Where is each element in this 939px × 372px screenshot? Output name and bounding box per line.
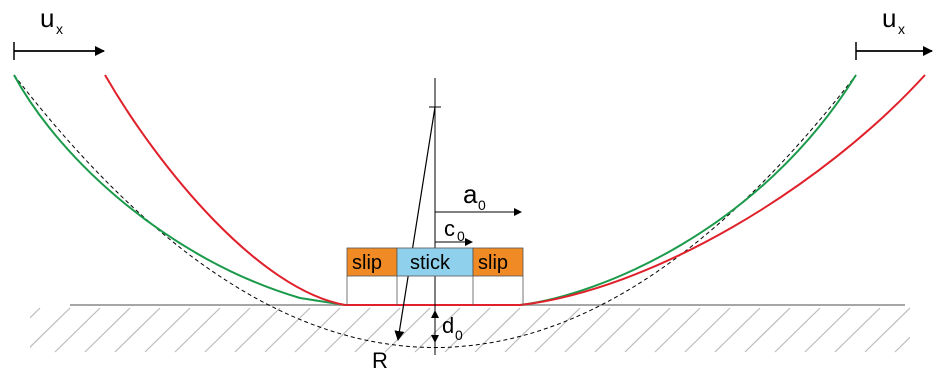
hatch-line — [534, 307, 581, 353]
hatch-line — [864, 307, 910, 353]
hatch-line — [30, 307, 71, 348]
slip-label-right: slip — [478, 252, 508, 274]
hatch-line — [264, 307, 311, 353]
hatch-line — [204, 307, 251, 353]
slip-zone-right — [472, 247, 524, 277]
hatch-line — [444, 307, 491, 353]
hatch-line — [804, 307, 851, 353]
ux-left-subscript: x — [56, 21, 63, 37]
d0-label: d — [442, 313, 454, 338]
slip-label-left: slip — [352, 252, 382, 274]
d0-subscript: 0 — [455, 327, 463, 343]
hatch-line — [714, 307, 761, 353]
hatch-line — [894, 336, 910, 353]
a0-label: a — [463, 179, 478, 209]
hatch-line — [234, 307, 281, 353]
hatch-line — [624, 307, 671, 353]
hatch-line — [384, 307, 431, 353]
hatch-line — [594, 307, 641, 353]
hatch-line — [834, 307, 881, 353]
hatch-line — [84, 307, 131, 353]
hatch-line — [654, 307, 701, 353]
hatch-line — [114, 307, 161, 353]
ground-hatching — [30, 307, 910, 353]
ux-left-label: u — [40, 3, 54, 33]
hatch-line — [324, 307, 371, 353]
ux-right-subscript: x — [898, 21, 905, 37]
hatch-line — [504, 307, 551, 353]
c0-label: c — [444, 216, 455, 241]
hatch-line — [354, 307, 401, 353]
hatch-line — [54, 307, 101, 353]
hatch-line — [474, 307, 521, 353]
hatch-line — [684, 307, 731, 353]
hatch-line — [30, 307, 41, 319]
slip-zone-left — [346, 247, 398, 277]
stick-zone — [396, 247, 474, 277]
hatch-line — [144, 307, 191, 353]
c0-subscript: 0 — [457, 228, 465, 244]
radius-arrow — [394, 106, 436, 341]
stick-label: stick — [410, 252, 451, 274]
hatch-line — [744, 307, 791, 353]
hatch-line — [174, 307, 221, 353]
hatch-line — [774, 307, 821, 353]
hatch-line — [414, 307, 461, 353]
ux-right-label: u — [882, 3, 896, 33]
a0-subscript: 0 — [478, 197, 486, 213]
red-curve — [104, 74, 926, 306]
hatch-line — [564, 307, 611, 353]
radius-label: R — [372, 348, 388, 372]
hatch-line — [294, 307, 341, 353]
